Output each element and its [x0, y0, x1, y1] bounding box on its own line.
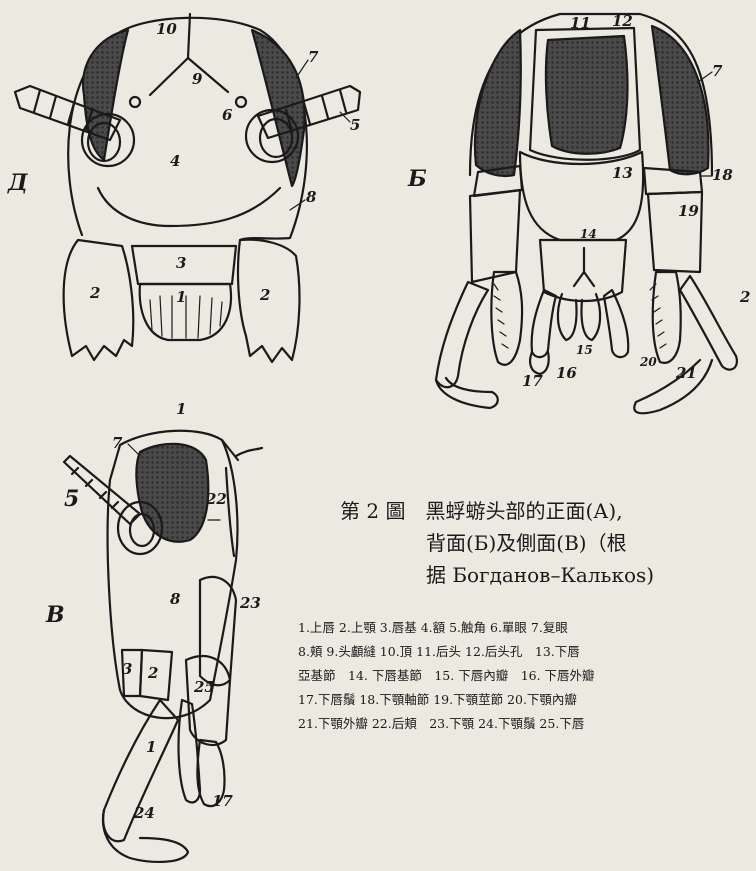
- lacinia-right: [653, 272, 681, 363]
- part-num: 23: [240, 596, 261, 611]
- legend-line: 21.下顎外瓣 22.后頬 23.下顎 24.下顎鬚 25.下唇: [298, 712, 756, 736]
- part-num: 20: [640, 356, 657, 368]
- compound-eye-back-left: [475, 30, 521, 176]
- part-num: 4: [170, 154, 180, 169]
- part-num: 17: [212, 794, 233, 809]
- part-num: 17: [522, 374, 543, 389]
- panel-label-side: В: [46, 604, 65, 626]
- pointer-front-7: [296, 60, 308, 78]
- figure-caption: 第 2 圖 黑蜉蝣头部的正面(А), 背面(Б)及側面(В)（根 据 Богда…: [340, 495, 750, 591]
- pointer-front-8: [290, 200, 305, 210]
- galea-left: [436, 282, 488, 387]
- caption-line-3: 据 Богданов–Калькоѕ): [340, 559, 750, 591]
- panel-label-front: Д: [8, 172, 28, 194]
- part-num: 22: [206, 492, 227, 507]
- part-num: 13: [612, 166, 633, 181]
- labial-palp-right: [604, 290, 628, 357]
- maxilla-left-stipes: [470, 190, 520, 282]
- compound-eye-side: [136, 444, 208, 542]
- part-num: 2: [90, 286, 100, 301]
- part-num: 7: [112, 436, 122, 451]
- part-num: 12: [612, 14, 633, 29]
- part-num: 16: [556, 366, 577, 381]
- caption-line-2: 背面(Б)及側面(В)（根: [340, 527, 750, 559]
- legend-line: 8.頬 9.头顱縫 10.頂 11.后头 12.后头孔 13.下唇: [298, 640, 756, 664]
- part-num: 8: [170, 592, 180, 607]
- maxillary-palp-left: [436, 378, 498, 408]
- part-num: 5: [350, 118, 360, 133]
- pointer-side-7: [128, 444, 140, 456]
- mentum-y: [574, 248, 594, 286]
- part-num: 7: [308, 50, 318, 65]
- part-num: 21: [676, 366, 697, 381]
- panel-label-back: Б: [408, 168, 427, 190]
- part-num: 2: [148, 666, 158, 681]
- compound-eye-right: [252, 30, 305, 186]
- galea-right: [680, 276, 737, 370]
- part-num: 10: [156, 22, 177, 37]
- part-num: 1: [176, 290, 186, 305]
- part-num: 1: [146, 740, 156, 755]
- figure-legend: 1.上唇 2.上顎 3.唇基 4.額 5.触角 6.單眼 7.复眼 8.頬 9.…: [298, 616, 756, 736]
- part-num: 1: [176, 402, 186, 417]
- part-num: 25: [194, 680, 215, 695]
- part-num: 18: [712, 168, 733, 183]
- legend-line: 1.上唇 2.上顎 3.唇基 4.額 5.触角 6.單眼 7.复眼: [298, 616, 756, 640]
- part-num: 9: [192, 72, 202, 87]
- part-num: 19: [678, 204, 699, 219]
- legend-line: 亞基節 14. 下唇基節 15. 下唇內瓣 16. 下唇外瓣: [298, 664, 756, 688]
- part-num: 7: [712, 64, 722, 79]
- labial-palp-left: [532, 290, 556, 357]
- ocellus-left: [130, 97, 140, 107]
- part-num: 11: [570, 16, 591, 31]
- part-num: 6: [222, 108, 232, 123]
- legend-line: 17.下唇鬚 18.下顎軸節 19.下顎莖節 20.下顎內瓣: [298, 688, 756, 712]
- part-num: 15: [576, 344, 593, 356]
- compound-eye-left: [83, 30, 128, 160]
- part-num: 14: [580, 228, 597, 240]
- occipital-foramen: [546, 36, 628, 154]
- caption-line-1: 第 2 圖 黑蜉蝣头部的正面(А),: [340, 495, 750, 527]
- compound-eye-back-right: [652, 26, 708, 174]
- frons-lower-edge: [98, 188, 280, 226]
- part-num: 24: [134, 806, 155, 821]
- part-num: 2: [260, 288, 270, 303]
- part-num: 5: [64, 488, 79, 510]
- part-num: 3: [122, 662, 132, 677]
- ocellus-right: [236, 97, 246, 107]
- part-num: 2: [740, 290, 750, 305]
- part-num: 8: [306, 190, 316, 205]
- part-num: 3: [176, 256, 186, 271]
